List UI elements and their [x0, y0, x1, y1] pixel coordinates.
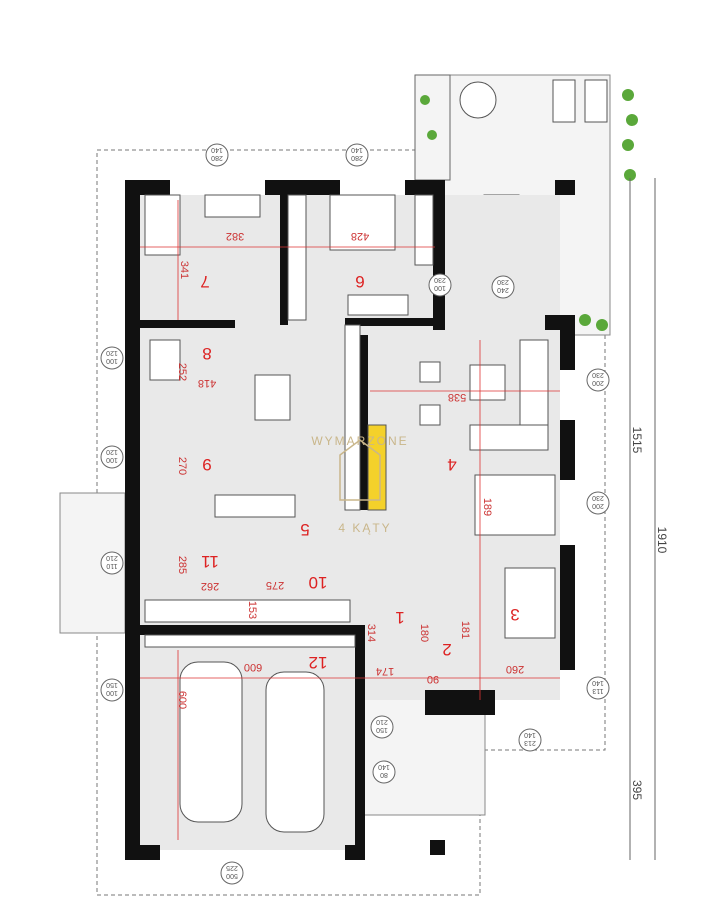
svg-text:140: 140 — [211, 146, 223, 153]
sunbed — [584, 79, 608, 123]
dimension: 285 — [176, 556, 188, 574]
watermark-brand: 4 KĄTY — [338, 521, 391, 535]
overall-dimension: 1515 — [630, 427, 644, 454]
svg-text:200: 200 — [592, 379, 604, 386]
dimension-lines — [140, 178, 656, 860]
dimension: 600 — [176, 691, 188, 709]
svg-text:100: 100 — [106, 357, 118, 364]
dimension: 538 — [448, 391, 466, 403]
room-number: 6 — [355, 272, 364, 291]
svg-text:100: 100 — [106, 456, 118, 463]
dimension: 180 — [418, 624, 430, 642]
svg-text:110: 110 — [106, 562, 117, 569]
svg-text:120: 120 — [106, 448, 118, 455]
dimension: 90 — [427, 673, 439, 685]
svg-text:150: 150 — [376, 726, 388, 733]
watermark-house-icon — [339, 439, 381, 501]
svg-text:100: 100 — [434, 284, 446, 291]
dimension: 181 — [459, 621, 471, 639]
dimension: 275 — [266, 579, 284, 591]
svg-text:210: 210 — [106, 554, 118, 561]
svg-text:500: 500 — [226, 872, 238, 879]
furniture — [144, 194, 556, 833]
room-number: 2 — [442, 640, 451, 659]
room-number: 1 — [395, 608, 404, 627]
dimension: 262 — [201, 580, 219, 592]
dimension: 153 — [246, 601, 258, 619]
dimension: 428 — [351, 230, 369, 242]
svg-text:150: 150 — [106, 681, 118, 688]
svg-text:280: 280 — [211, 154, 223, 161]
room-number: 4 — [447, 455, 456, 474]
dimension: 260 — [506, 663, 524, 675]
svg-text:240: 240 — [497, 286, 509, 293]
svg-text:230: 230 — [592, 494, 604, 501]
svg-text:113: 113 — [592, 687, 603, 694]
svg-text:213: 213 — [524, 739, 536, 746]
room-number: 11 — [201, 552, 219, 571]
watermark-brand: WYMARZONE — [311, 434, 408, 448]
svg-text:230: 230 — [497, 278, 509, 285]
sunbed — [552, 79, 576, 123]
overall-dimension: 395 — [630, 780, 644, 800]
overall-dimension: 1910 — [655, 527, 669, 554]
room-number: 10 — [309, 573, 328, 592]
svg-text:140: 140 — [351, 146, 363, 153]
room-number: 12 — [309, 653, 328, 672]
round-table — [459, 81, 497, 119]
svg-text:140: 140 — [378, 763, 390, 770]
dimension: 270 — [176, 457, 188, 475]
dimension: 314 — [365, 624, 377, 642]
svg-text:225: 225 — [226, 864, 238, 871]
room-number: 8 — [202, 344, 211, 363]
room-labels: 7 6 8 9 4 5 11 10 1 2 3 12 — [200, 272, 519, 672]
dimension: 189 — [481, 498, 493, 516]
dimension: 382 — [226, 230, 244, 242]
room-number: 9 — [202, 455, 211, 474]
dimension: 174 — [376, 665, 394, 677]
dimension: 600 — [244, 661, 262, 673]
svg-text:230: 230 — [592, 371, 604, 378]
svg-text:120: 120 — [106, 349, 118, 356]
svg-text:140: 140 — [524, 731, 536, 738]
svg-text:100: 100 — [106, 689, 118, 696]
svg-text:200: 200 — [592, 502, 604, 509]
room-number: 3 — [510, 605, 519, 624]
svg-text:140: 140 — [592, 679, 604, 686]
room-number: 7 — [200, 272, 209, 291]
svg-text:80: 80 — [380, 771, 388, 778]
dimension: 418 — [198, 377, 216, 389]
dimension: 341 — [178, 261, 190, 279]
svg-text:230: 230 — [434, 276, 446, 283]
svg-text:210: 210 — [376, 718, 388, 725]
svg-text:280: 280 — [351, 154, 363, 161]
room-number: 5 — [300, 520, 309, 539]
plants — [420, 89, 638, 331]
room-dimensions: 382 341 428 418 252 270 538 189 262 285 … — [176, 230, 524, 709]
dimension: 252 — [176, 363, 188, 381]
